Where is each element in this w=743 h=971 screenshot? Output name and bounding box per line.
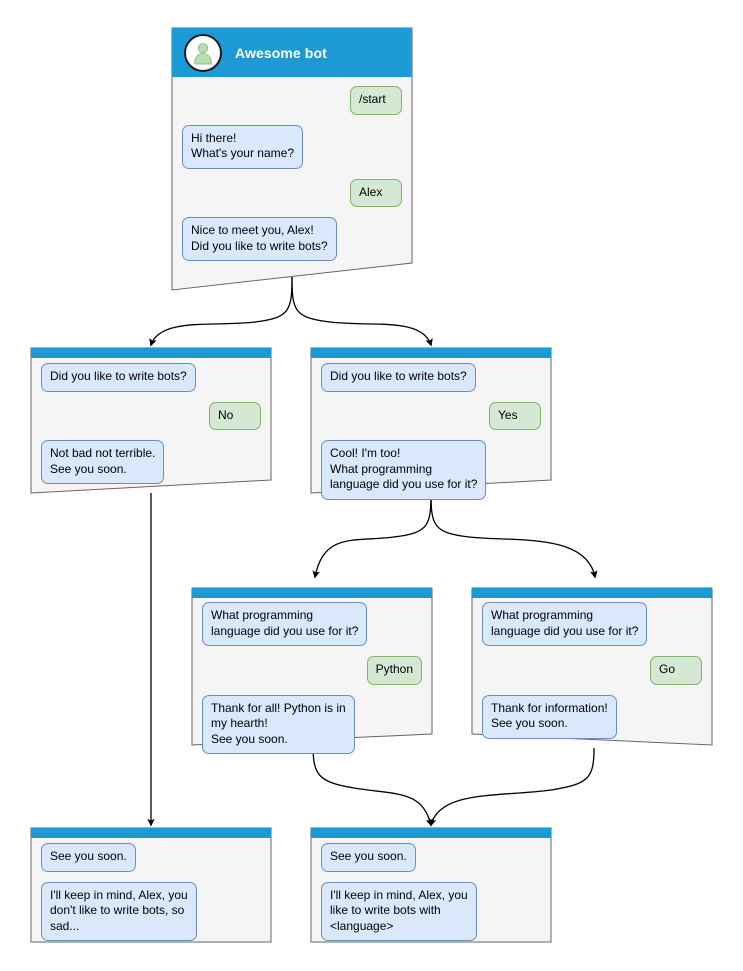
- user-message-bubble[interactable]: Go: [650, 656, 702, 685]
- message-row: What programming language did you use fo…: [202, 602, 422, 646]
- no-branch-node[interactable]: Did you like to write bots? No Not bad n…: [30, 347, 272, 494]
- message-row: Yes: [321, 401, 541, 430]
- message-row: Thank for all! Python is in my hearth! S…: [202, 694, 422, 754]
- chat-transcript: See you soon. I'll keep in mind, Alex, y…: [31, 838, 271, 951]
- message-row: Not bad not terrible. See you soon.: [41, 440, 261, 484]
- node-header-bar: [311, 828, 551, 838]
- bot-message-bubble[interactable]: What programming language did you use fo…: [202, 602, 368, 646]
- node-header-bar: [311, 348, 551, 358]
- message-row: See you soon.: [41, 843, 261, 872]
- bot-message-bubble[interactable]: Did you like to write bots?: [41, 363, 196, 392]
- bot-message-bubble[interactable]: Not bad not terrible. See you soon.: [41, 440, 165, 484]
- user-message-bubble[interactable]: Yes: [489, 401, 541, 430]
- edge-go-to-end-happy: [428, 747, 595, 827]
- chat-transcript: See you soon. I'll keep in mind, Alex, y…: [311, 838, 551, 951]
- message-row: Did you like to write bots?: [41, 363, 261, 392]
- message-row: Cool! I'm too! What programming language…: [321, 440, 541, 500]
- message-row: Nice to meet you, Alex! Did you like to …: [182, 217, 402, 261]
- root-node[interactable]: Awesome bot /start Hi there! What's your…: [171, 27, 413, 291]
- node-header-bar: [472, 588, 712, 598]
- user-message-bubble[interactable]: Alex: [350, 178, 402, 207]
- message-row: Alex: [182, 178, 402, 207]
- user-message-bubble[interactable]: /start: [350, 86, 402, 115]
- node-header-bar: [192, 588, 432, 598]
- bot-message-bubble[interactable]: Thank for information! See you soon.: [482, 694, 617, 739]
- bot-message-bubble[interactable]: See you soon.: [41, 843, 136, 872]
- chat-transcript: Did you like to write bots? Yes Cool! I'…: [311, 358, 551, 510]
- bot-title: Awesome bot: [235, 44, 327, 61]
- message-row: /start: [182, 86, 402, 115]
- message-row: What programming language did you use fo…: [482, 602, 702, 646]
- chat-transcript: Did you like to write bots? No Not bad n…: [31, 358, 271, 494]
- message-row: I'll keep in mind, Alex, you don't like …: [41, 881, 261, 941]
- bot-message-bubble[interactable]: I'll keep in mind, Alex, you like to wri…: [321, 881, 477, 941]
- go-branch-node[interactable]: What programming language did you use fo…: [471, 587, 713, 746]
- end-sad-node[interactable]: See you soon. I'll keep in mind, Alex, y…: [30, 827, 272, 943]
- message-row: Thank for information! See you soon.: [482, 694, 702, 739]
- end-happy-node[interactable]: See you soon. I'll keep in mind, Alex, y…: [310, 827, 552, 943]
- message-row: I'll keep in mind, Alex, you like to wri…: [321, 881, 541, 941]
- message-row: Did you like to write bots?: [321, 363, 541, 392]
- python-branch-node[interactable]: What programming language did you use fo…: [191, 587, 433, 754]
- node-header-bar: [31, 828, 271, 838]
- yes-branch-node[interactable]: Did you like to write bots? Yes Cool! I'…: [310, 347, 552, 500]
- person-avatar-icon: [184, 33, 222, 72]
- chat-transcript: What programming language did you use fo…: [192, 598, 432, 764]
- chat-transcript: /start Hi there! What's your name? Alex …: [172, 77, 412, 271]
- bot-message-bubble[interactable]: Thank for all! Python is in my hearth! S…: [202, 694, 355, 754]
- bot-message-bubble[interactable]: Cool! I'm too! What programming language…: [321, 440, 487, 500]
- user-message-bubble[interactable]: Python: [366, 656, 422, 685]
- bot-message-bubble[interactable]: What programming language did you use fo…: [482, 602, 648, 646]
- bot-message-bubble[interactable]: See you soon.: [321, 843, 416, 872]
- user-message-bubble[interactable]: No: [209, 401, 261, 430]
- message-row: Hi there! What's your name?: [182, 124, 402, 169]
- chat-transcript: What programming language did you use fo…: [472, 598, 712, 749]
- message-row: No: [41, 401, 261, 430]
- bot-message-bubble[interactable]: Hi there! What's your name?: [182, 124, 304, 169]
- message-row: Go: [482, 656, 702, 685]
- message-row: See you soon.: [321, 843, 541, 872]
- node-header-bar: [31, 348, 271, 358]
- bot-message-bubble[interactable]: Nice to meet you, Alex! Did you like to …: [182, 217, 337, 261]
- node-header-bar: Awesome bot: [172, 28, 412, 77]
- bot-message-bubble[interactable]: Did you like to write bots?: [321, 363, 476, 392]
- message-row: Python: [202, 656, 422, 685]
- bot-message-bubble[interactable]: I'll keep in mind, Alex, you don't like …: [41, 881, 197, 941]
